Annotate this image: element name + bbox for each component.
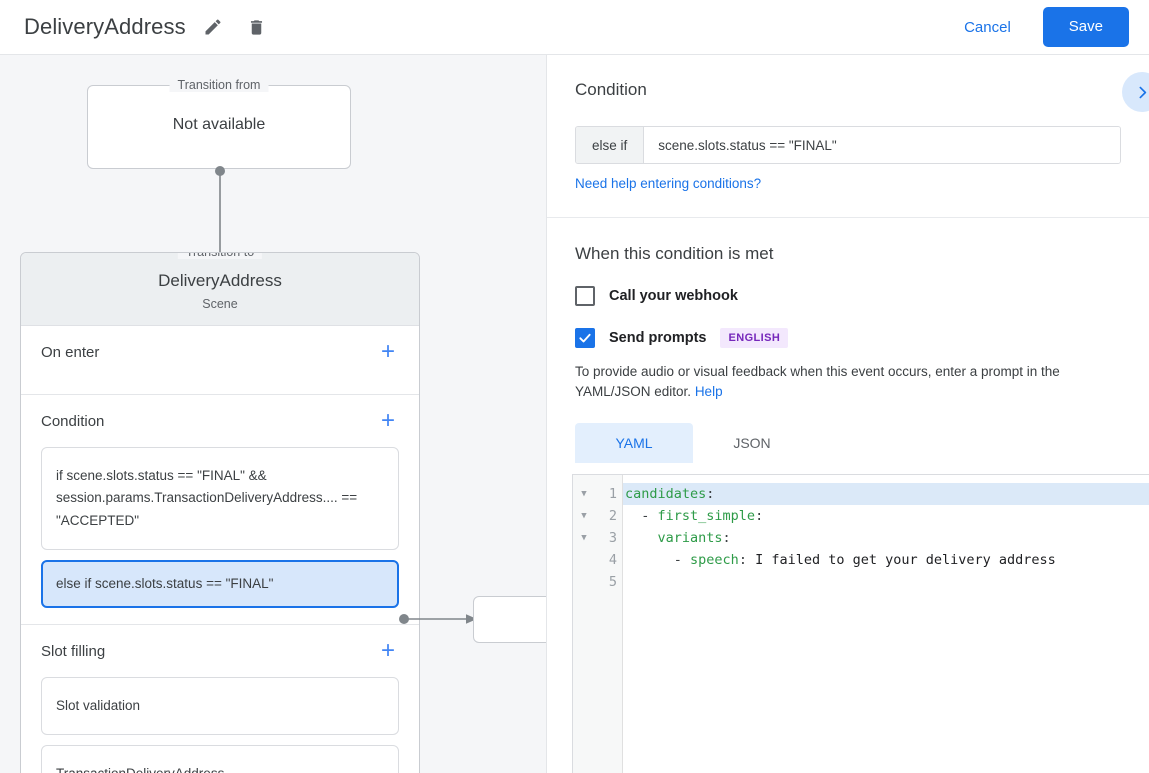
target-node-clipped[interactable]: [473, 596, 546, 643]
editor-line-numbers: 1 2 3 4 5: [595, 475, 623, 773]
yaml-code-editor[interactable]: ▼ ▼ ▼ 1 2 3 4 5 candidates: - first_simp…: [572, 474, 1149, 773]
transition-from-title: Not available: [172, 116, 266, 133]
editor-fold-gutter: ▼ ▼ ▼: [573, 475, 595, 773]
webhook-row[interactable]: Call your webhook: [575, 286, 1121, 306]
top-app-bar: DeliveryAddress Cancel Save: [0, 0, 1149, 55]
send-prompts-checkbox[interactable]: [575, 328, 595, 348]
line-number: 2: [608, 508, 617, 524]
code-line: - speech: I failed to get your delivery …: [625, 552, 1056, 568]
transition-to-legend: Transition to: [177, 253, 263, 259]
helper-help-link[interactable]: Help: [694, 384, 723, 400]
condition-help-link[interactable]: Need help entering conditions?: [575, 176, 762, 191]
language-badge: ENGLISH: [720, 328, 789, 348]
condition-input-row: else if: [575, 126, 1121, 164]
code-line: - first_simple:: [625, 508, 764, 524]
cancel-button[interactable]: Cancel: [948, 11, 1027, 44]
send-prompts-row[interactable]: Send prompts ENGLISH: [575, 328, 1121, 348]
code-line: [623, 571, 1149, 593]
node-header: DeliveryAddress Scene: [21, 253, 419, 326]
flow-canvas[interactable]: Transition from Not available Transition…: [0, 55, 546, 773]
top-bar-actions: Cancel Save: [948, 7, 1129, 47]
when-met-heading: When this condition is met: [575, 244, 774, 263]
node-type: Scene: [202, 297, 238, 311]
condition-expression-input[interactable]: [644, 127, 1120, 163]
add-condition-icon[interactable]: +: [380, 407, 395, 434]
condition-item-selected[interactable]: else if scene.slots.status == "FINAL": [41, 559, 399, 609]
horizontal-connector: [399, 614, 477, 624]
section-title-slot-filling: Slot filling: [41, 642, 106, 660]
transition-to-node[interactable]: Transition to DeliveryAddress Scene On e…: [20, 252, 420, 773]
section-condition: Condition + if scene.slots.status == "FI…: [21, 395, 419, 626]
slot-filling-item[interactable]: TransactionDeliveryAddress: [41, 745, 399, 773]
helper-copy: To provide audio or visual feedback when…: [575, 364, 1060, 400]
condition-item[interactable]: if scene.slots.status == "FINAL" && sess…: [41, 447, 399, 550]
section-header: Condition +: [41, 395, 399, 447]
condition-heading: Condition: [575, 80, 647, 99]
add-slot-filling-icon[interactable]: +: [380, 637, 395, 665]
section-title-on-enter: On enter: [41, 343, 100, 361]
editor-format-tabs: YAML JSON: [575, 422, 1121, 463]
fold-spacer: [581, 549, 586, 571]
fold-spacer: [581, 571, 586, 593]
condition-operator: else if: [576, 127, 645, 163]
when-condition-met-block: When this condition is met Call your web…: [547, 218, 1149, 463]
code-line: candidates:: [623, 483, 1149, 505]
section-title-condition: Condition: [41, 412, 105, 430]
fold-arrow-icon[interactable]: ▼: [581, 511, 587, 521]
pencil-icon[interactable]: [196, 10, 230, 44]
chevron-right-icon[interactable]: [1122, 72, 1149, 112]
line-number: 5: [608, 574, 617, 590]
node-name: DeliveryAddress: [158, 271, 282, 290]
slot-filling-item[interactable]: Slot validation: [41, 677, 399, 736]
transition-from-legend: Transition from: [169, 78, 269, 92]
call-webhook-label: Call your webhook: [609, 288, 738, 304]
trash-icon[interactable]: [240, 10, 274, 44]
code-line: variants:: [657, 530, 731, 546]
section-header: On enter +: [41, 326, 399, 378]
send-prompts-label: Send prompts: [609, 330, 707, 346]
fold-arrow-icon[interactable]: ▼: [581, 533, 587, 543]
section-on-enter: On enter +: [21, 326, 419, 395]
tab-yaml[interactable]: YAML: [575, 422, 693, 463]
save-button[interactable]: Save: [1042, 7, 1129, 47]
send-prompts-helper-text: To provide audio or visual feedback when…: [575, 362, 1121, 403]
line-number: 1: [608, 486, 617, 502]
line-number: 4: [608, 552, 617, 568]
section-slot-filling: Slot filling + Slot validation Transacti…: [21, 625, 419, 773]
page-title: DeliveryAddress: [24, 14, 186, 39]
fold-arrow-icon[interactable]: ▼: [581, 489, 587, 499]
section-header: Slot filling +: [41, 625, 399, 677]
line-number: 3: [608, 530, 617, 546]
condition-block: Condition else if Need help entering con…: [547, 55, 1149, 218]
editor-code-area[interactable]: candidates: - first_simple: variants: - …: [623, 475, 1149, 773]
tab-json[interactable]: JSON: [733, 434, 771, 451]
call-webhook-checkbox[interactable]: [575, 286, 595, 306]
add-on-enter-icon[interactable]: +: [380, 338, 395, 365]
transition-from-node[interactable]: Transition from Not available: [87, 78, 351, 169]
